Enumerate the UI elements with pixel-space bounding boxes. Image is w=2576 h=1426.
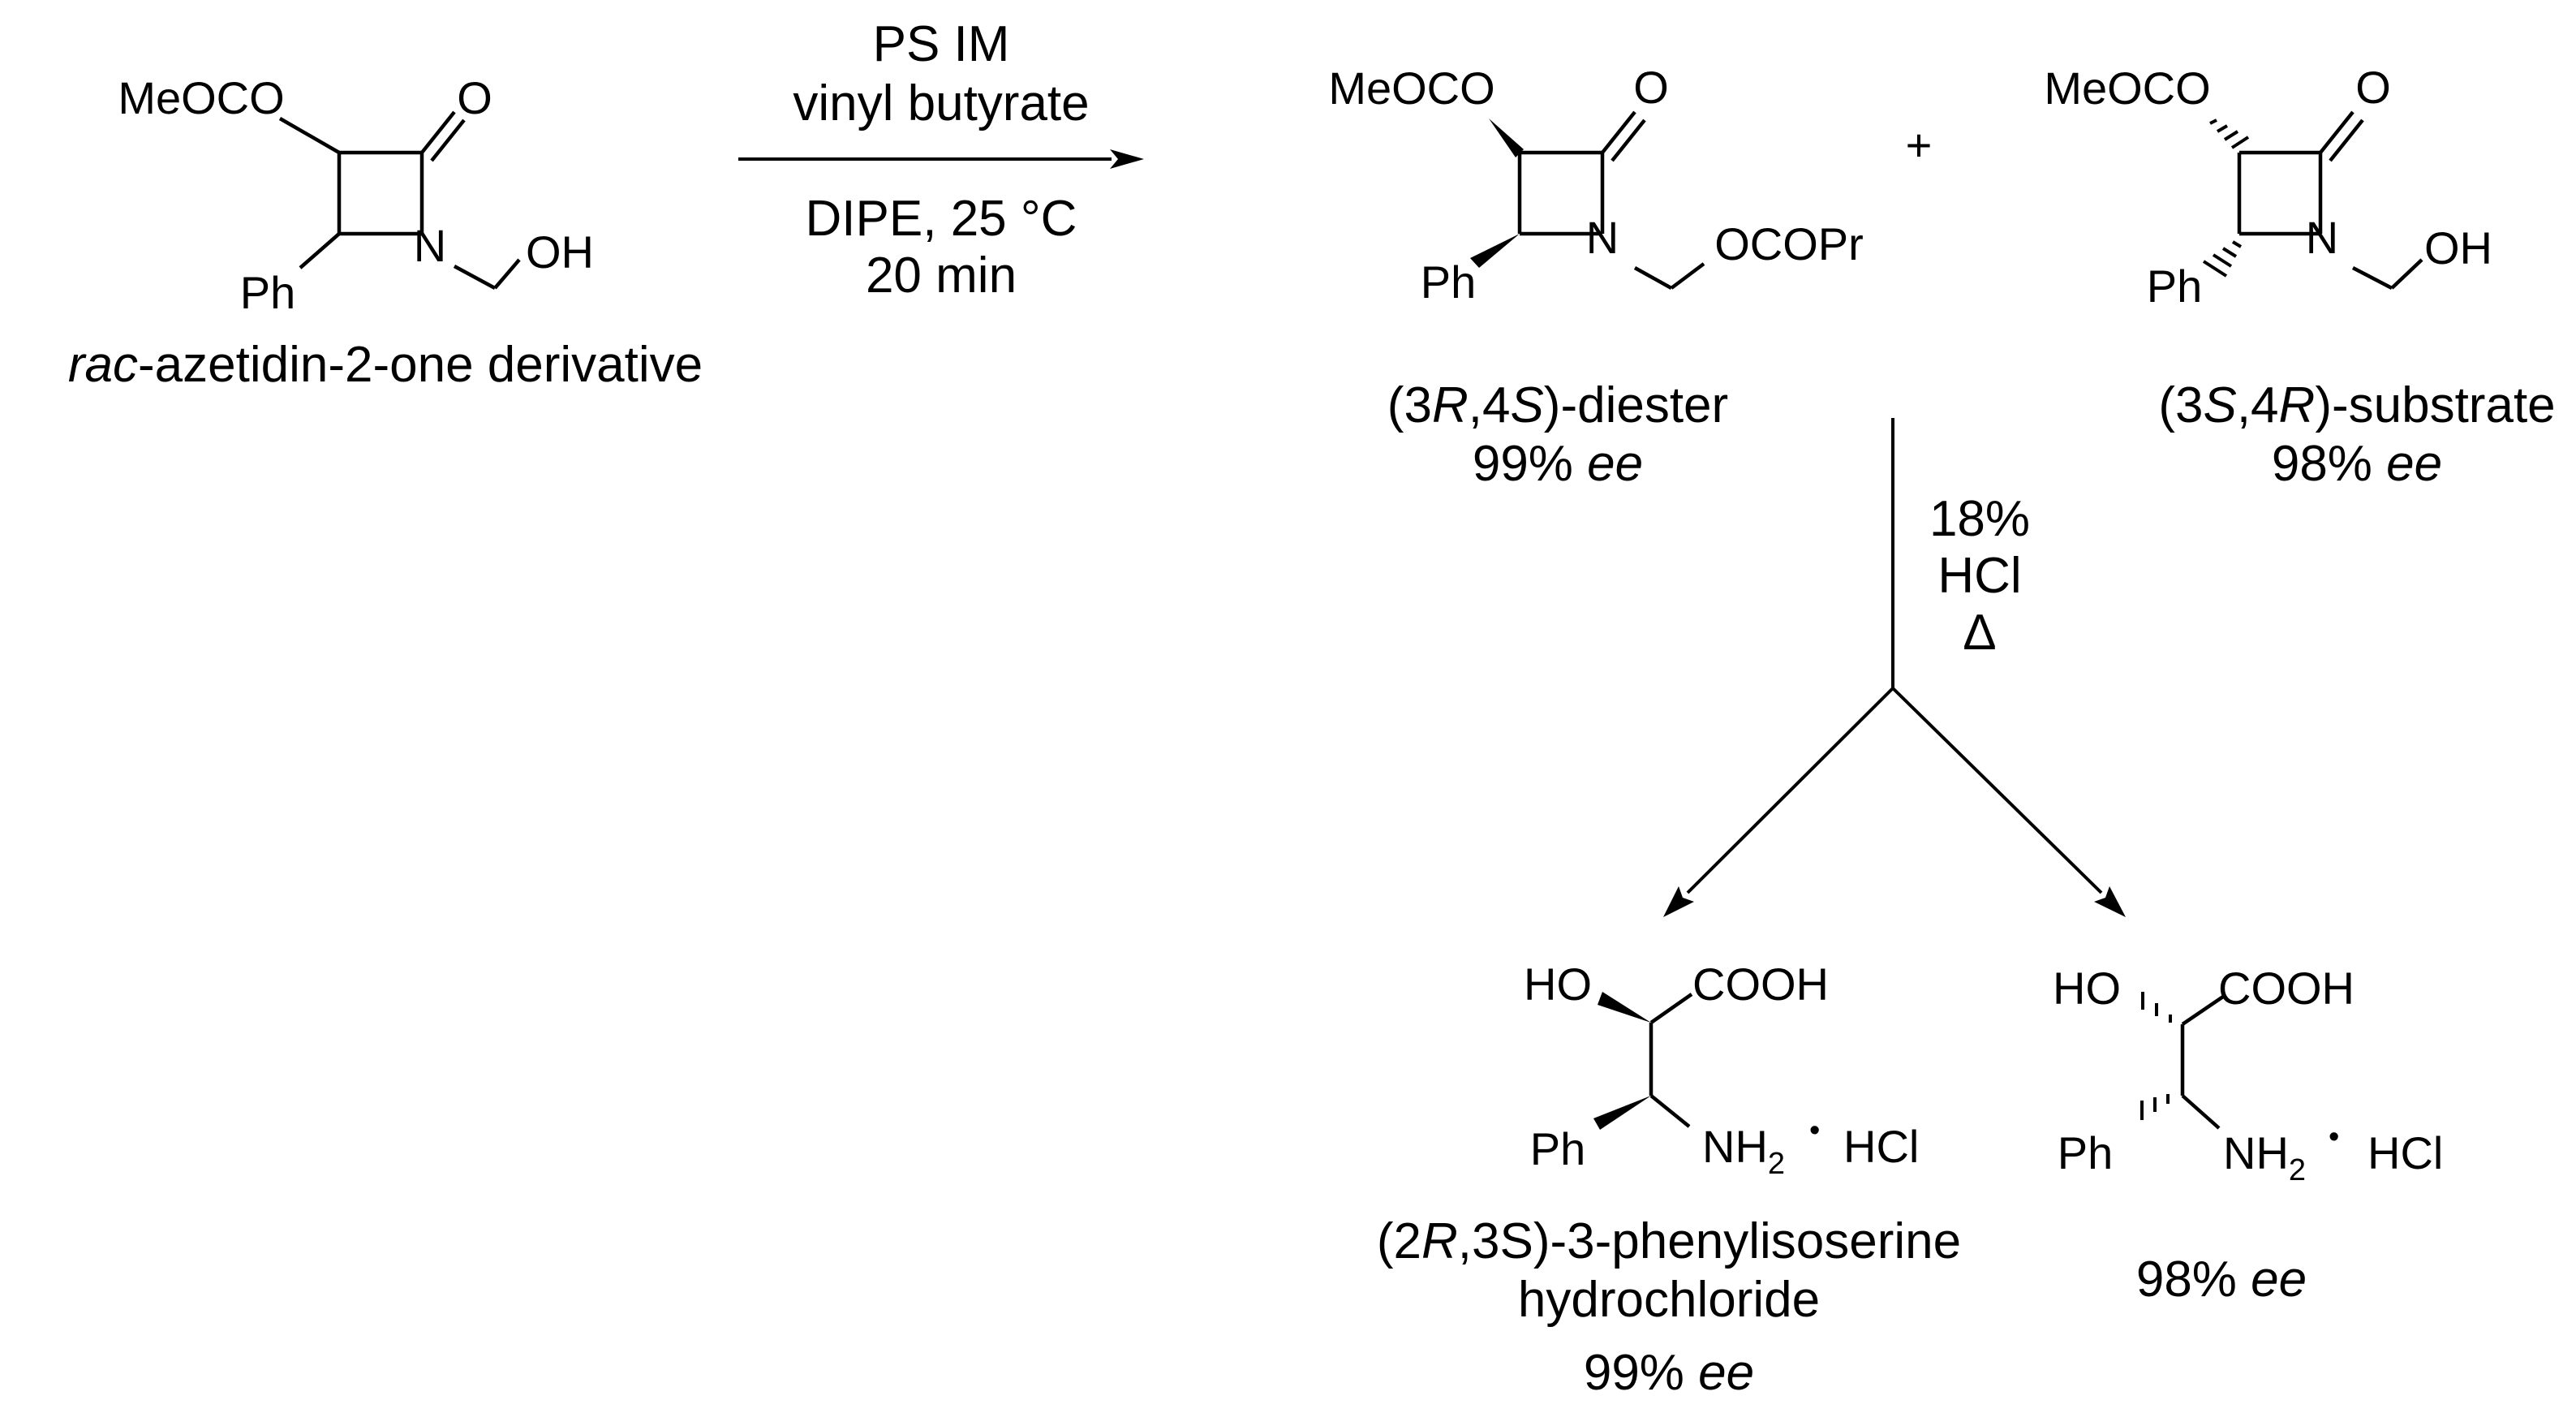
hydrolysis-branch-left <box>1686 687 1894 894</box>
diester-carbonyl-o-label: O <box>1633 62 1669 113</box>
substrate-ee: 98% ee <box>2272 436 2442 492</box>
p3-cooh-label: COOH <box>1692 959 1829 1010</box>
reactant-meoco-label: MeOCO <box>118 72 284 123</box>
hydrolysis-arrow-head-left <box>1663 886 1694 917</box>
reactant-structure <box>278 110 521 290</box>
hydrolysis-reagent: HCl <box>1937 548 2021 604</box>
substrate-caption: (3S,4R)-substrate <box>2158 377 2555 433</box>
phenylisoserine-enantiomer-structure <box>2140 992 2225 1130</box>
diester-structure <box>1470 110 1705 290</box>
diester-n-label: N <box>1586 212 1619 263</box>
diester-ph-label: Ph <box>1421 256 1477 308</box>
p3-ee: 99% ee <box>1584 1345 1754 1401</box>
reactant-oh-label: OH <box>526 226 594 278</box>
substrate-structure <box>2202 110 2423 290</box>
hydrolysis-heat-symbol: Δ <box>1963 605 1996 661</box>
condition-time: 20 min <box>866 248 1017 304</box>
p4-ho-label: HO <box>2053 963 2121 1014</box>
reactant-carbonyl-o-label: O <box>457 72 492 123</box>
condition-catalyst: PS IM <box>873 16 1010 72</box>
diester-meoco-label: MeOCO <box>1328 62 1494 114</box>
diester-ee: 99% ee <box>1473 436 1643 492</box>
p4-hcl-label: HCl <box>2367 1127 2443 1178</box>
substrate-meoco-label: MeOCO <box>2044 62 2210 114</box>
p3-hcl-label: HCl <box>1843 1121 1919 1172</box>
plus-sign: + <box>1906 119 1933 170</box>
diester-ocopr-label: OCOPr <box>1714 218 1864 269</box>
phenylisoserine-2r3s-structure <box>1593 992 1693 1130</box>
p3-caption-line1: (2R,3S)-3-phenylisoserine <box>1377 1213 1961 1269</box>
p3-salt-dot: • <box>1809 1114 1820 1148</box>
p3-ph-label: Ph <box>1530 1123 1586 1174</box>
substrate-carbonyl-o-label: O <box>2355 62 2391 113</box>
p4-ee: 98% ee <box>2136 1252 2307 1308</box>
diester-caption: (3R,4S)-diester <box>1387 377 1728 433</box>
substrate-oh-label: OH <box>2424 222 2492 274</box>
reaction-arrow-head <box>1110 149 1144 169</box>
hydrolysis-branch-right <box>1891 687 2103 894</box>
substrate-n-label: N <box>2306 212 2338 263</box>
condition-solvent-temp: DIPE, 25 °C <box>806 191 1077 247</box>
reactant-n-label: N <box>414 220 446 271</box>
p3-caption-line2: hydrochloride <box>1518 1272 1820 1328</box>
p4-ph-label: Ph <box>2058 1127 2114 1178</box>
reactant-caption: rac-azetidin-2-one derivative <box>68 337 703 393</box>
p4-salt-dot: • <box>2329 1120 2339 1154</box>
p4-cooh-label: COOH <box>2218 963 2355 1014</box>
substrate-ph-label: Ph <box>2147 261 2203 312</box>
p3-amine-label: NH2 <box>1702 1121 1785 1181</box>
reactant-ph-label: Ph <box>240 267 296 318</box>
p4-amine-label: NH2 <box>2223 1127 2306 1187</box>
hydrolysis-arrow-head-right <box>2094 886 2126 917</box>
p3-ho-label: HO <box>1524 959 1592 1010</box>
condition-acyl-donor: vinyl butyrate <box>793 75 1089 131</box>
hydrolysis-acid-concentration: 18% <box>1929 491 2030 547</box>
